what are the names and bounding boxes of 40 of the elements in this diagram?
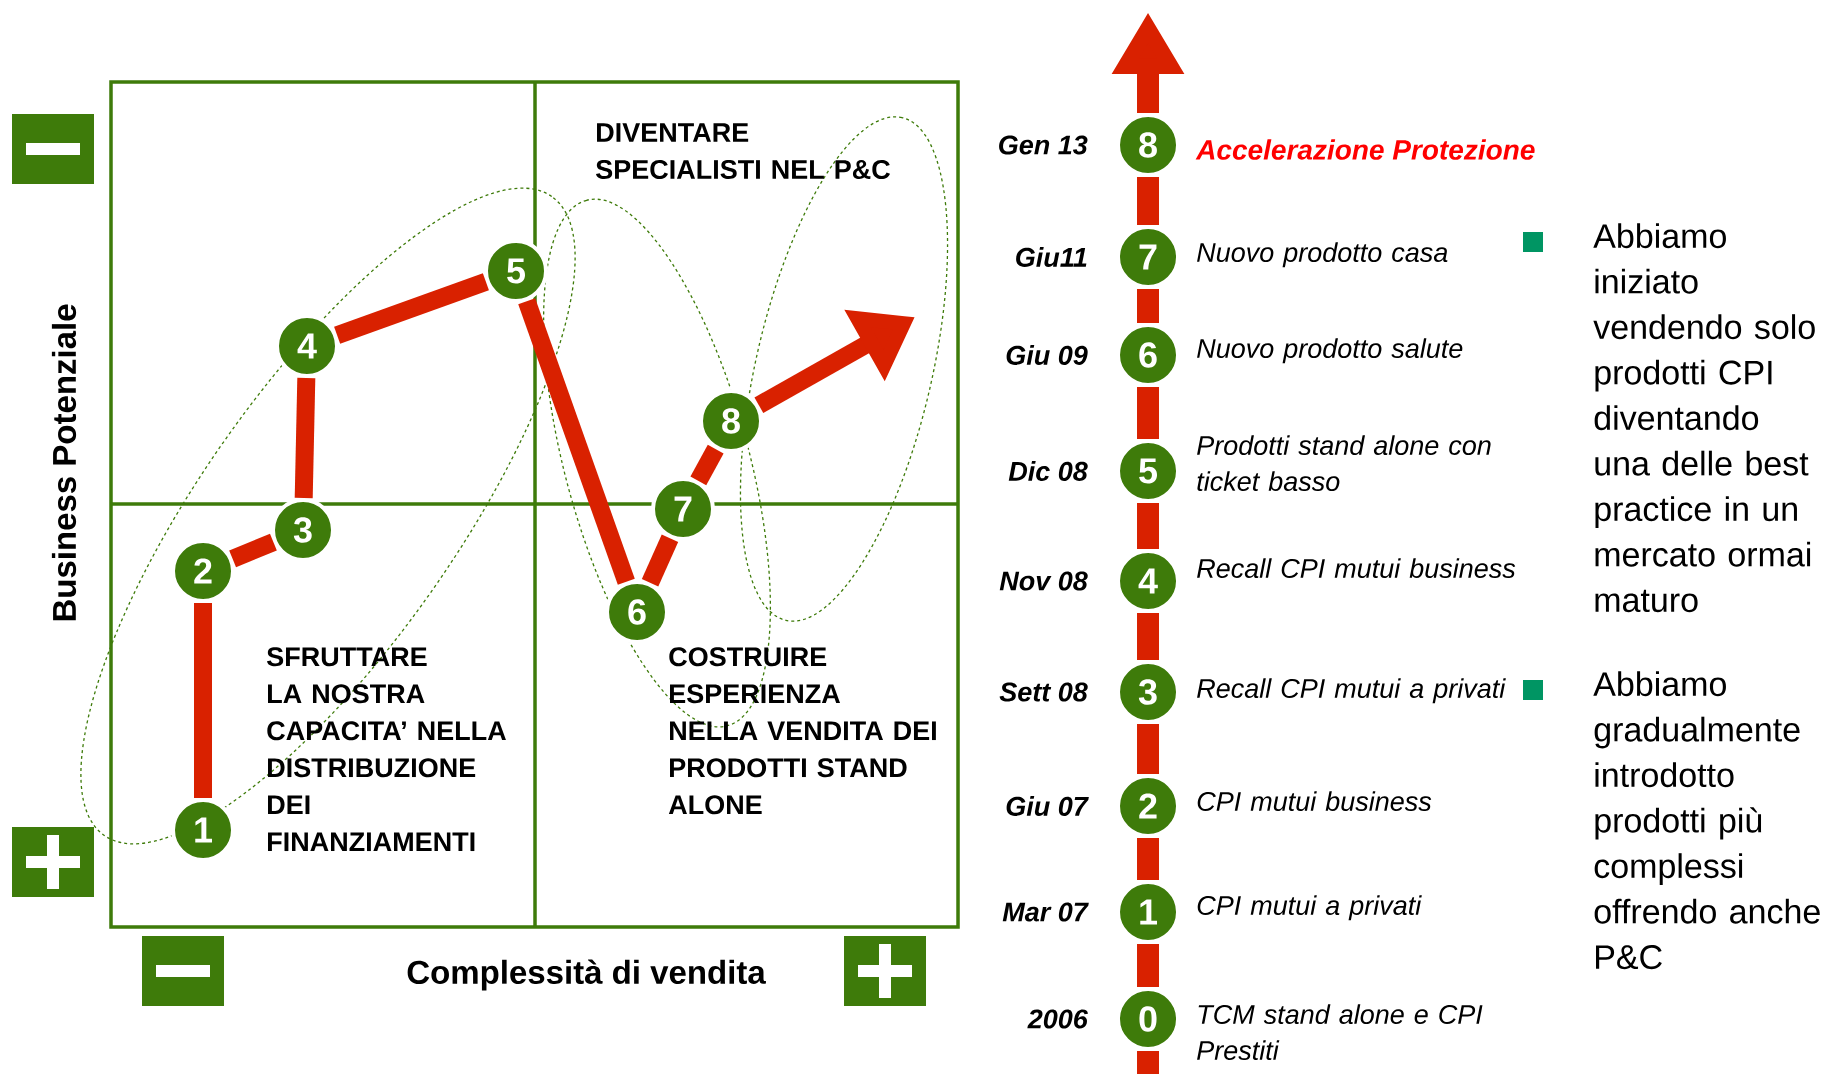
connector-line: [1137, 838, 1159, 880]
connector-line: [518, 298, 635, 585]
axis-label: Complessità di vendita: [407, 959, 766, 991]
milestone-text: Accelerazione Protezione: [1195, 139, 1535, 160]
connector-line: [1137, 1051, 1159, 1074]
date-label: Gen 13: [999, 135, 1088, 155]
connector-line: [1137, 289, 1159, 323]
bullet-text: Abbiamo iniziato vendendo solo prodotti CPI diventando una delle best practice in un mercato ormai maturo: [1593, 223, 1815, 613]
date-label: Nov 08: [999, 571, 1088, 591]
date-label: Sett 08: [999, 682, 1088, 702]
quadrant-label: COSTRUIRE ESPERIENZA NELLA VENDITA DEI PRODOTTI STAND ALONE: [668, 647, 936, 815]
connector-line: [1137, 503, 1159, 549]
quadrant-label: SFRUTTARE LA NOSTRA CAPACITA’ NELLA DISTRIBUZIONE DEI FINANZIAMENTI: [267, 647, 506, 852]
milestone-text: Nuovo prodotto salute: [1197, 338, 1463, 364]
milestone-text: TCM stand alone e CPI Prestiti: [1197, 1004, 1483, 1061]
connector-line: [641, 534, 679, 587]
connector-line: [1137, 613, 1159, 660]
date-label: Giu11: [1016, 247, 1087, 267]
milestone-text: Nuovo prodotto casa: [1197, 242, 1448, 268]
connector-line: [194, 603, 212, 798]
date-label: Giu 09: [1006, 345, 1088, 365]
bullet-text: Abbiamo gradualmente introdotto prodotti più complessi offrendo anche P&C: [1593, 671, 1820, 970]
date-label: Mar 07: [1002, 902, 1089, 922]
connector-line: [229, 533, 277, 568]
connector-line: [1137, 177, 1159, 225]
connector-line: [1137, 944, 1159, 987]
quadrant-label: DIVENTARE SPECIALISTI NEL P&C: [596, 123, 890, 180]
milestone-text: Recall CPI mutui business: [1197, 558, 1516, 579]
date-label: Dic 08: [1008, 461, 1088, 481]
connector-line: [1137, 387, 1159, 439]
date-label: 2006: [1027, 1009, 1088, 1029]
milestone-text: CPI mutui business: [1197, 791, 1432, 812]
connector-line: [1137, 724, 1159, 774]
connector-line: [294, 377, 316, 499]
date-label: Giu 07: [1006, 796, 1089, 816]
milestone-text: Recall CPI mutui a privati: [1197, 678, 1506, 704]
connector-line: [690, 444, 724, 486]
milestone-text: CPI mutui a privati: [1197, 895, 1422, 921]
milestone-text: Prodotti stand alone con ticket basso: [1197, 435, 1491, 491]
axis-label: Business Potenziale: [51, 304, 77, 621]
